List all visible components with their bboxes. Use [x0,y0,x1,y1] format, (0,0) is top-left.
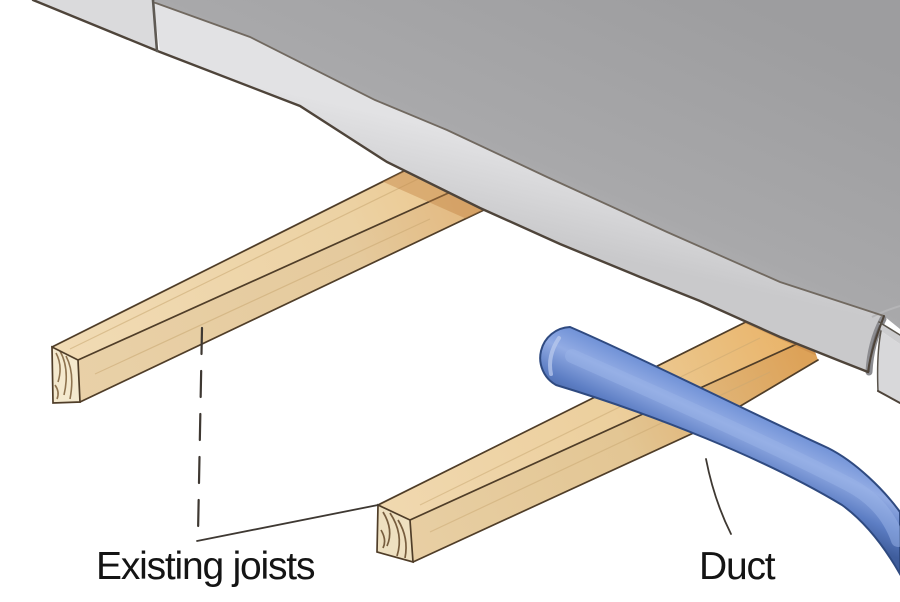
duct-center-highlight [565,349,900,547]
floor-slab-top-face [153,0,900,329]
floor-slab-right-panel-top-sliver [879,322,900,344]
leader-duct [705,458,732,535]
duct-endcap-highlight [548,336,561,376]
joist-far [51,142,485,404]
leader-joists-dashed [196,326,204,536]
existing-joists-label: Existing joists [96,545,315,588]
joist-far-side-face [78,181,484,402]
floor-slab [31,0,900,404]
floor-slab-right-panel-face [877,331,900,403]
joist-near-side-face [410,338,818,562]
joist-near-top-face [378,300,810,520]
floor-slab-top-seam [871,305,900,318]
joist-far-end-grain [54,350,73,400]
leader-lines [196,326,732,542]
duct-pipe [539,325,900,577]
joist-near-end-grain [380,511,407,559]
leader-joists-solid [196,504,379,542]
floor-slab-outlines [31,0,900,404]
joist-far-outline [51,142,485,404]
joist-far-grain-lines [69,177,431,375]
duct-label: Duct [699,545,776,588]
floor-slab-front-face [153,2,884,372]
